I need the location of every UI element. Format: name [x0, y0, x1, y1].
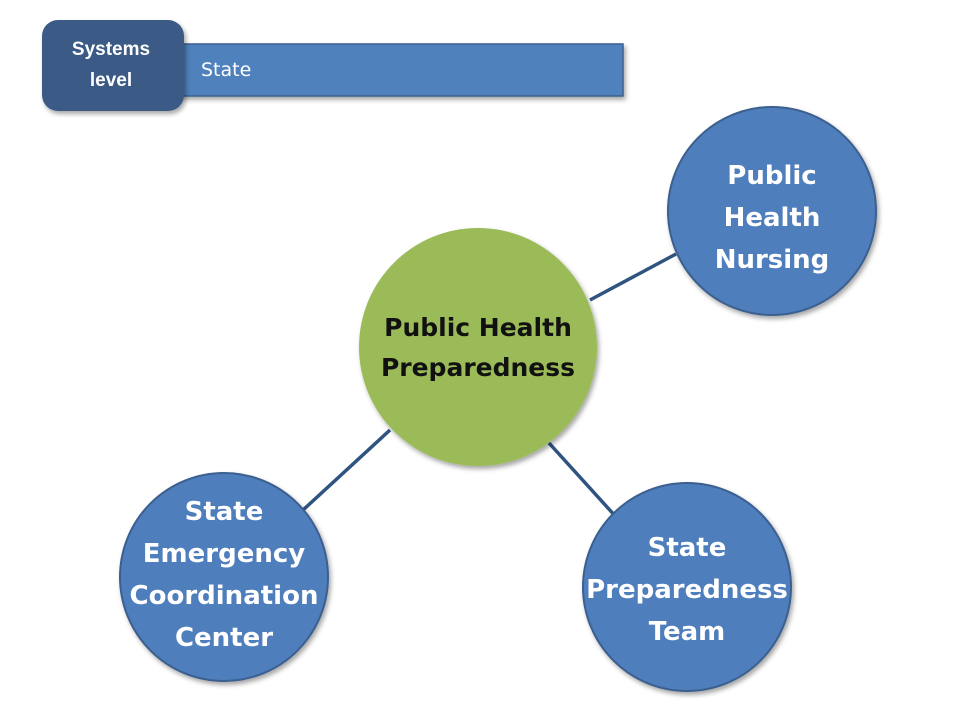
state-emergency-coordination-center-line-3: Coordination: [130, 581, 319, 611]
connector-to-public-health-nursing: [589, 252, 677, 302]
node-state-preparedness-team: State Preparedness Team: [582, 482, 792, 692]
systems-level-banner: State: [159, 43, 624, 97]
systems-level-badge: Systems level: [42, 20, 184, 111]
center-node-line-2: Preparedness: [381, 353, 575, 382]
state-preparedness-team-line-1: State: [648, 533, 727, 563]
banner-label: State: [201, 59, 251, 81]
center-node-circle: [359, 228, 597, 466]
node-public-health-nursing: Public Health Nursing: [667, 106, 877, 316]
connectors: [301, 252, 677, 520]
state-preparedness-team-circle: [582, 482, 792, 692]
center-node-line-1: Public Health: [384, 313, 572, 342]
state-emergency-coordination-center-line-2: Emergency: [143, 539, 305, 569]
banner-bar: [159, 43, 624, 97]
connector-to-state-emergency-coordination-center: [301, 428, 392, 512]
public-health-nursing-line-1: Public: [727, 161, 816, 191]
badge-line-1: Systems: [72, 39, 150, 60]
state-emergency-coordination-center-circle: [119, 472, 329, 682]
badge-line-2: level: [90, 70, 132, 91]
node-state-emergency-coordination-center: State Emergency Coordination Center: [119, 472, 329, 682]
center-node: Public Health Preparedness: [359, 228, 597, 466]
public-health-nursing-circle: [667, 106, 877, 316]
public-health-nursing-line-2: Health: [724, 203, 821, 233]
state-preparedness-team-line-2: Preparedness: [586, 575, 788, 605]
badge-box: [42, 20, 184, 111]
public-health-nursing-line-3: Nursing: [715, 245, 830, 275]
connector-to-state-preparedness-team: [547, 441, 619, 520]
state-preparedness-team-line-3: Team: [649, 617, 726, 647]
state-emergency-coordination-center-line-1: State: [185, 497, 264, 527]
state-emergency-coordination-center-line-4: Center: [175, 623, 273, 653]
